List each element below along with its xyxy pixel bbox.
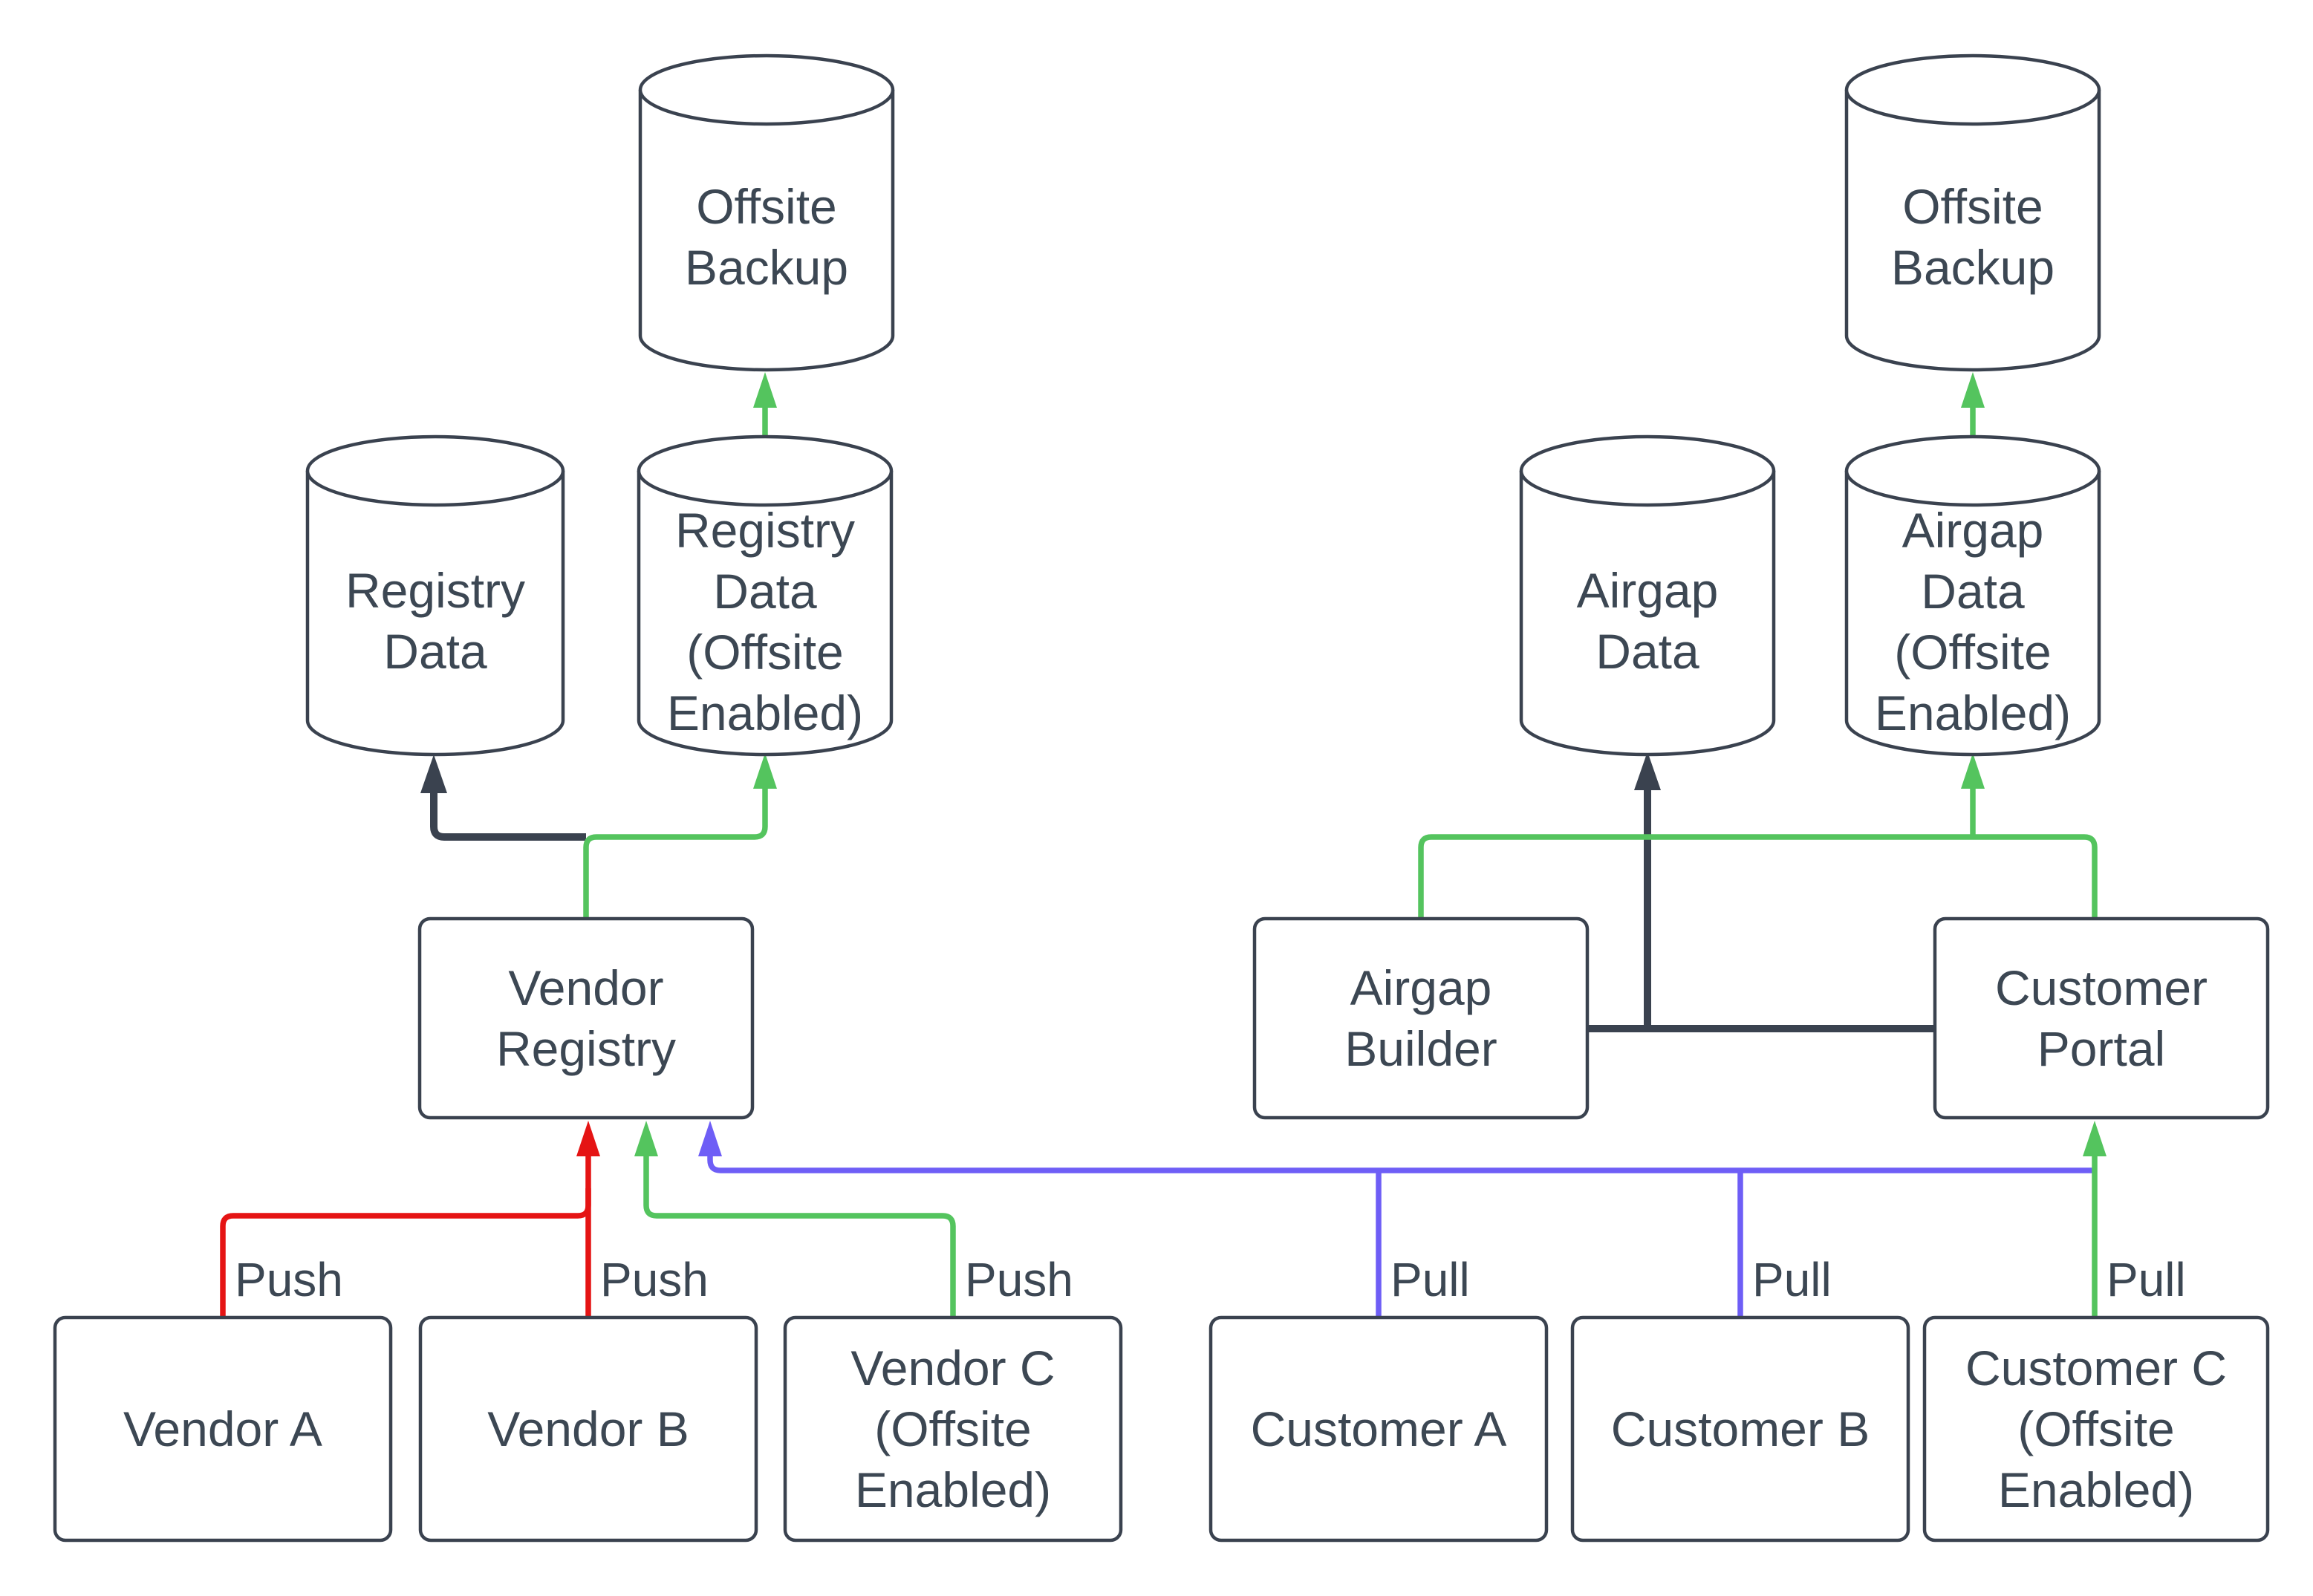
edge-vendor-registry-to-registry-data-offsite	[583, 753, 777, 919]
edge-to-registry-data-stem	[430, 790, 586, 841]
cylinder-registry-data	[305, 434, 565, 757]
arrowhead-pull-vendor-registry	[698, 1121, 722, 1156]
edge-customers-pull-vendor-registry	[698, 1121, 2096, 1317]
arrowhead-registry-data	[420, 755, 447, 793]
arrowhead-registry-data-offsite	[753, 753, 777, 789]
box-vendor-a	[53, 1315, 393, 1543]
arrowhead-airgap-data	[1634, 752, 1661, 790]
edge-push-vendor-c	[643, 1155, 956, 1317]
arrowhead-push-green	[634, 1121, 658, 1156]
cylinder-offsite-backup-left	[638, 53, 895, 372]
edge-customer-portal-to-airgap-builder-and-offsite	[1418, 753, 2098, 919]
arrowhead-offsite-backup-left	[753, 372, 777, 408]
cylinder-airgap-data-offsite	[1844, 434, 2101, 757]
arrowhead-airgap-data-offsite	[1961, 753, 1985, 789]
edge-registry-offsite-stem	[583, 787, 768, 919]
edge-registry-offsite-to-offsite-backup-left	[753, 372, 777, 437]
box-customer-c	[1922, 1315, 2270, 1543]
arrowhead-offsite-backup-right	[1961, 372, 1985, 408]
box-airgap-builder	[1252, 916, 1590, 1120]
edge-vendor-registry-to-registry-data	[420, 755, 586, 841]
box-vendor-registry	[417, 916, 755, 1120]
arrowhead-push-red	[576, 1121, 600, 1156]
box-customer-b	[1570, 1315, 1910, 1543]
cylinder-registry-data-offsite	[637, 434, 894, 757]
edge-pull-trunk	[707, 1155, 2096, 1173]
edge-portal-to-builder	[1418, 834, 2098, 919]
edge-builder-portal-to-airgap-data	[1587, 752, 1935, 1032]
arrowhead-pull-customer-portal	[2083, 1121, 2107, 1156]
edge-customer-c-pull	[2083, 1121, 2107, 1317]
edge-vendor-c-push	[634, 1121, 956, 1317]
edge-vendors-push-vendor-registry	[220, 1121, 600, 1317]
edge-push-vendor-a	[220, 1188, 591, 1317]
cylinder-offsite-backup-right	[1844, 53, 2101, 372]
box-customer-portal	[1933, 916, 2270, 1120]
box-vendor-b	[418, 1315, 758, 1543]
box-vendor-c	[783, 1315, 1123, 1543]
box-customer-a	[1208, 1315, 1549, 1543]
cylinder-airgap-data	[1519, 434, 1776, 757]
edge-airgap-offsite-to-offsite-backup-right	[1961, 372, 1985, 437]
